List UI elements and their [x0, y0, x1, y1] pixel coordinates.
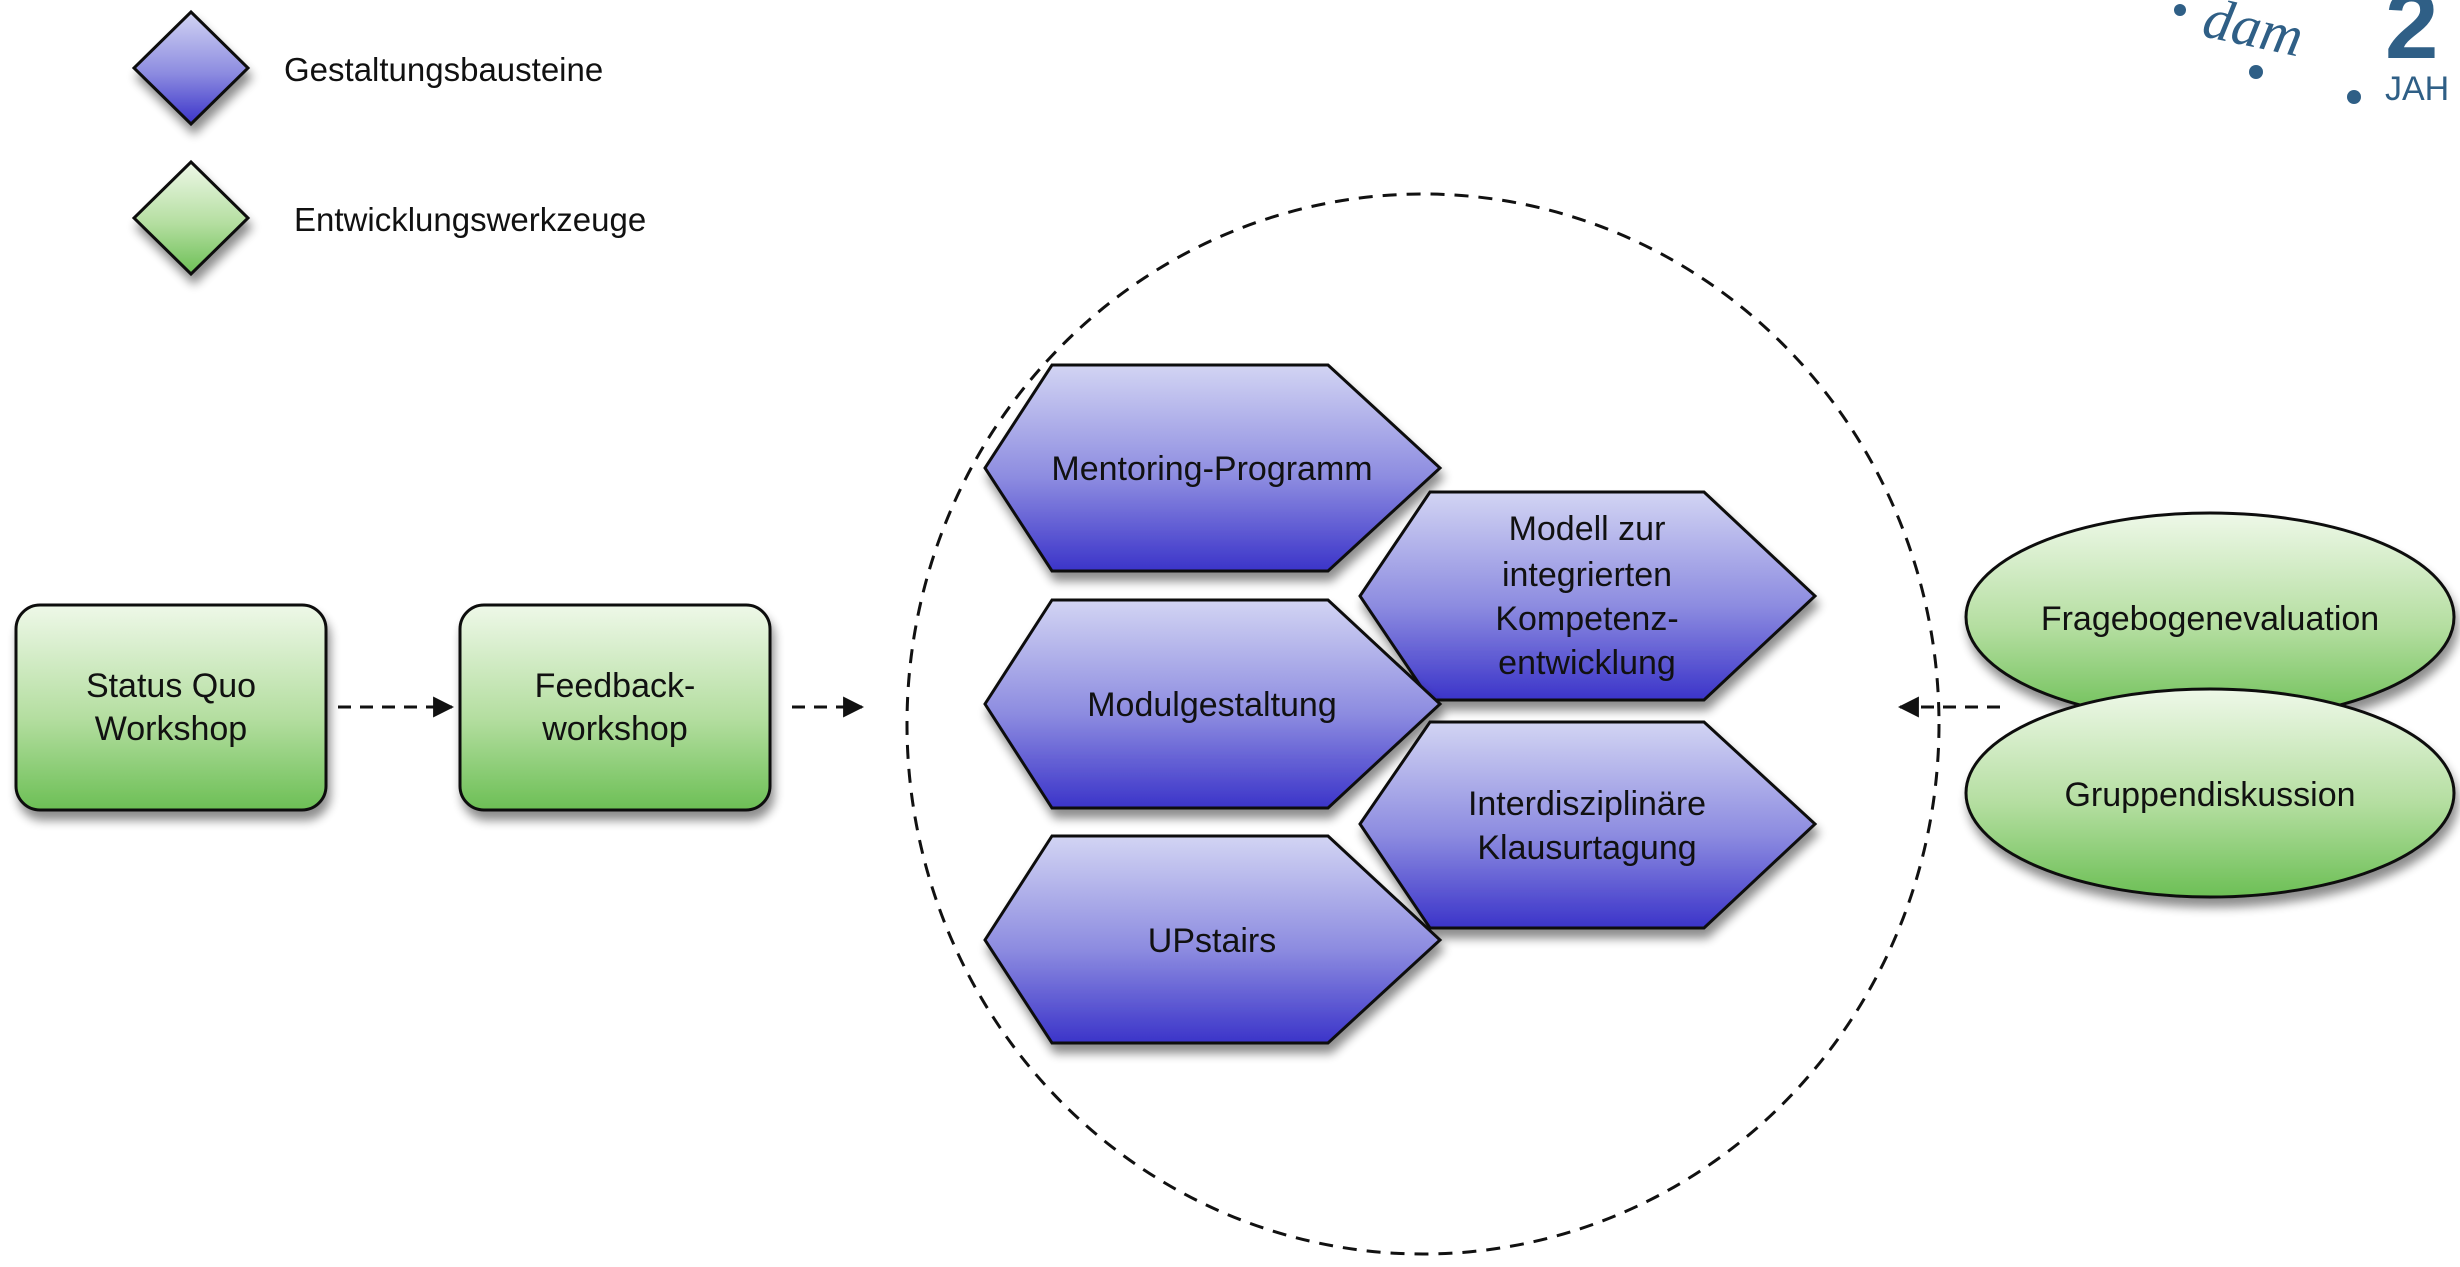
tool-ellipse — [1964, 687, 2456, 899]
label-line: Modulgestaltung — [1087, 686, 1337, 724]
workshop-status-quo — [14, 603, 328, 812]
hexagon — [1358, 490, 1818, 702]
logo-small-text: JAH — [2385, 70, 2449, 108]
workshop-status-quo-label: Status Quo Workshop — [86, 667, 256, 748]
legend: Gestaltungsbausteine Entwicklungswerkzeu… — [131, 9, 646, 277]
logo-text: dam — [2198, 0, 2309, 69]
logo-fragment: dam 2 JAH — [2174, 0, 2449, 108]
label-line: Gruppendiskussion — [2064, 776, 2355, 814]
label-line: integrierten — [1502, 556, 1672, 594]
tool-gruppendiskussion: Gruppendiskussion — [1964, 687, 2456, 899]
module-modulgestaltung: Modulgestaltung — [983, 598, 1443, 810]
legend-blue-diamond — [131, 9, 251, 127]
legend-blue-label: Gestaltungsbausteine — [284, 51, 603, 88]
label-line: Interdisziplinäre — [1468, 785, 1706, 823]
label-line: UPstairs — [1148, 922, 1276, 960]
hexagon — [983, 363, 1443, 573]
tool-fragebogenevaluation: Fragebogenevaluation — [1964, 511, 2456, 723]
label-line: workshop — [541, 710, 688, 748]
workshop-feedback-label: Feedback- workshop — [535, 667, 696, 748]
logo-dot — [2347, 90, 2361, 104]
label-line: Kompetenz- — [1495, 600, 1678, 638]
label-line: Workshop — [95, 710, 247, 748]
legend-green-label: Entwicklungswerkzeuge — [294, 201, 646, 238]
hexagon — [983, 834, 1443, 1045]
logo-number: 2 — [2385, 0, 2438, 79]
label-line: Feedback- — [535, 667, 696, 705]
module-mentoring-programm: Mentoring-Programm — [983, 363, 1443, 573]
workshop-box — [14, 603, 328, 812]
modules-container-circle — [905, 192, 1941, 1256]
label-line: Modell zur — [1509, 510, 1666, 548]
module-modell-kompetenzentwicklung: Modell zur integrierten Kompetenz- entwi… — [1358, 490, 1818, 702]
logo-dot — [2174, 4, 2186, 16]
label-line: Mentoring-Programm — [1051, 450, 1372, 488]
legend-green-diamond — [131, 159, 251, 277]
hexagon — [1358, 720, 1818, 930]
logo-dot — [2249, 65, 2263, 79]
label-line: Status Quo — [86, 667, 256, 705]
module-upstairs: UPstairs — [983, 834, 1443, 1045]
module-interdisziplinaere-klausurtagung: Interdisziplinäre Klausurtagung — [1358, 720, 1818, 930]
hexagon — [983, 598, 1443, 810]
label-line: Klausurtagung — [1477, 829, 1696, 867]
workshop-feedback — [458, 603, 772, 812]
label-line: Fragebogenevaluation — [2041, 600, 2379, 638]
workshop-box — [458, 603, 772, 812]
label-line: entwicklung — [1498, 644, 1676, 682]
